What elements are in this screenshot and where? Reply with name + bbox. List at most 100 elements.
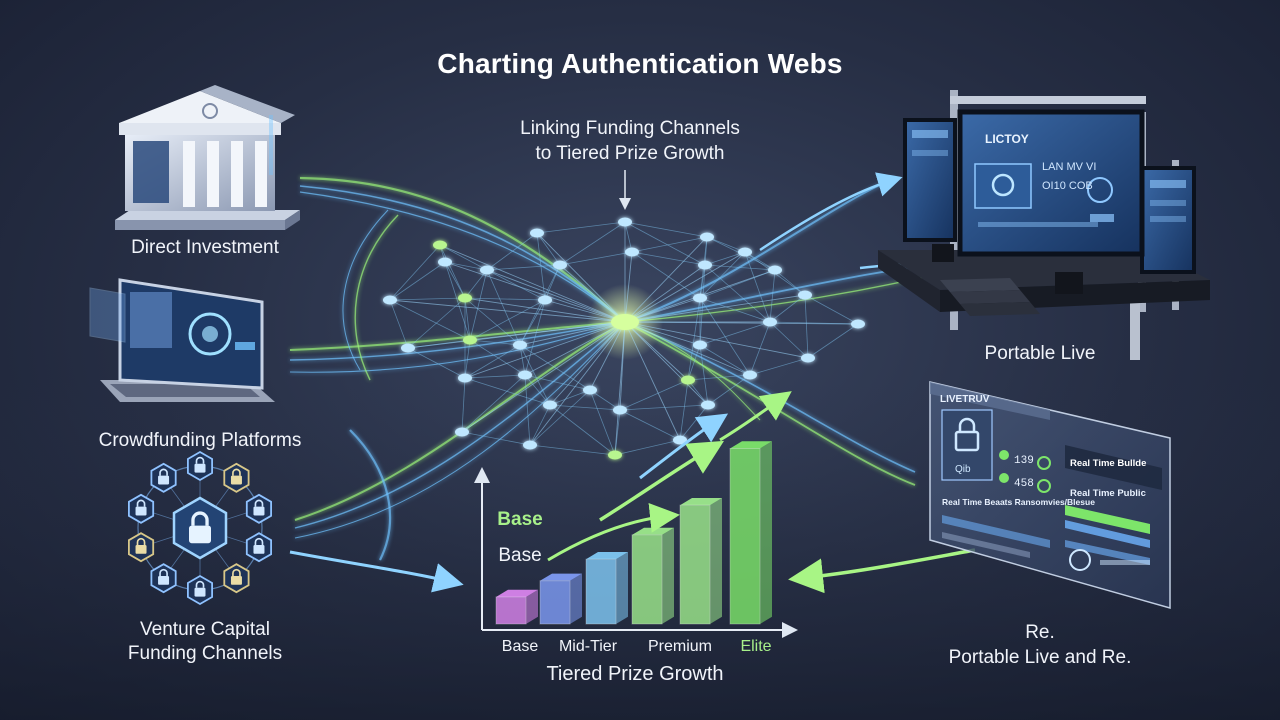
mesh-node-3 <box>433 240 447 250</box>
lock-small-2-shackle <box>254 499 264 507</box>
mesh-link <box>679 379 689 441</box>
mesh-link <box>444 261 488 271</box>
mesh-node-13 <box>798 290 812 300</box>
bar-side-3 <box>662 527 674 624</box>
mesh-link <box>549 404 621 411</box>
mesh-node-18 <box>513 340 527 350</box>
bar-top-2 <box>586 552 628 560</box>
flow-stream-8 <box>294 321 626 539</box>
mesh-link <box>389 297 466 301</box>
portable-stage-icon <box>878 90 1210 360</box>
mesh-node-32 <box>673 435 687 445</box>
mesh-link <box>469 339 526 376</box>
label-portable-live-and-re: Portable Live and Re. <box>948 647 1132 668</box>
dashboard-header: LIVETRUV <box>940 394 990 405</box>
mesh-link <box>519 299 546 346</box>
label-portable-live: Portable Live <box>984 343 1096 364</box>
mesh-link <box>699 344 751 376</box>
lock-small-5-body <box>194 587 206 597</box>
mesh-link <box>699 269 776 299</box>
diagram-subtitle: Linking Funding Channels to Tiered Prize… <box>470 117 790 166</box>
mesh-node-4 <box>480 265 494 275</box>
mesh-link <box>706 236 746 253</box>
mesh-link <box>619 409 681 441</box>
mesh-link <box>407 347 466 379</box>
lock-small-4-shackle <box>232 568 241 576</box>
mesh-link <box>486 269 546 301</box>
mesh-node-27 <box>613 405 627 415</box>
mesh-link <box>389 244 441 301</box>
bar-front-0 <box>495 596 527 625</box>
arrow-to-stage-top <box>759 172 903 252</box>
mesh-link <box>407 297 466 349</box>
mesh-link <box>469 339 521 346</box>
security-dashboard-panel <box>929 381 1171 609</box>
bar-front-3 <box>631 534 663 625</box>
mesh-link <box>687 374 751 381</box>
label-re-short: Re. <box>1025 622 1055 643</box>
dashboard-lock-caption: Qib <box>955 464 971 475</box>
chart-axis-title: Tiered Prize Growth <box>546 663 724 685</box>
lock-small-7-shackle <box>136 537 146 545</box>
mesh-node-23 <box>583 385 597 395</box>
mesh-link <box>464 297 546 301</box>
lock-small-4-body <box>230 575 242 585</box>
growth-arrow-1 <box>547 502 680 562</box>
lock-small-8-shackle <box>136 499 146 507</box>
mesh-node-26 <box>543 400 557 410</box>
mesh-node-33 <box>438 257 452 267</box>
arrow-venture-to-chart <box>289 550 464 593</box>
mesh-link <box>679 404 709 441</box>
mesh-link <box>464 344 521 379</box>
flow-stream-15 <box>342 209 389 371</box>
mesh-link <box>529 444 616 456</box>
label-venture-line-2: Funding Channels <box>127 643 283 665</box>
bar-side-1 <box>570 573 582 624</box>
mesh-node-2 <box>700 232 714 242</box>
mesh-link <box>769 294 806 323</box>
mesh-link <box>529 404 551 446</box>
bar-front-1 <box>539 580 571 625</box>
mesh-spoke-10 <box>464 297 626 323</box>
mesh-link <box>704 264 776 271</box>
mesh-spoke-25 <box>624 321 751 376</box>
lock-small-1-shackle <box>232 468 241 476</box>
mesh-link <box>464 374 526 379</box>
mesh-link <box>549 389 591 406</box>
mesh-node-10 <box>458 293 472 303</box>
arrow-dashboard-to-chart <box>788 548 976 594</box>
bar-side-4 <box>710 498 722 624</box>
mesh-link <box>749 321 771 376</box>
bar-top-5 <box>730 441 772 449</box>
mesh-node-21 <box>458 373 472 383</box>
mesh-node-29 <box>455 427 469 437</box>
mesh-spoke-28 <box>624 321 709 406</box>
label-direct-investment: Direct Investment <box>131 237 279 258</box>
flow-stream-7 <box>294 321 626 529</box>
mesh-spoke-11 <box>544 299 626 323</box>
mesh-link <box>744 251 771 323</box>
mesh-link <box>524 374 551 406</box>
mesh-link <box>699 321 771 346</box>
chart-floating-label-green: Base <box>497 509 543 530</box>
lock-small-1-body <box>230 475 242 485</box>
mesh-node-7 <box>698 260 712 270</box>
mesh-link <box>559 221 626 266</box>
mesh-spoke-18 <box>519 321 626 346</box>
mesh-link <box>699 297 771 323</box>
stage-screen-header: LICTOY <box>985 132 1029 146</box>
mesh-spoke-29 <box>461 321 626 433</box>
mesh-spoke-21 <box>464 321 626 379</box>
mesh-link <box>389 299 409 349</box>
bar-front-5 <box>729 448 761 625</box>
mesh-link <box>461 431 531 446</box>
mesh-spoke-3 <box>439 244 626 323</box>
mesh-node-8 <box>768 265 782 275</box>
mesh-link <box>619 379 689 411</box>
mesh-link <box>631 251 706 266</box>
flow-stream-1 <box>299 185 626 323</box>
flow-stream-12 <box>624 321 916 473</box>
lock-small-8-body <box>135 506 147 516</box>
mesh-spoke-26 <box>549 321 626 406</box>
